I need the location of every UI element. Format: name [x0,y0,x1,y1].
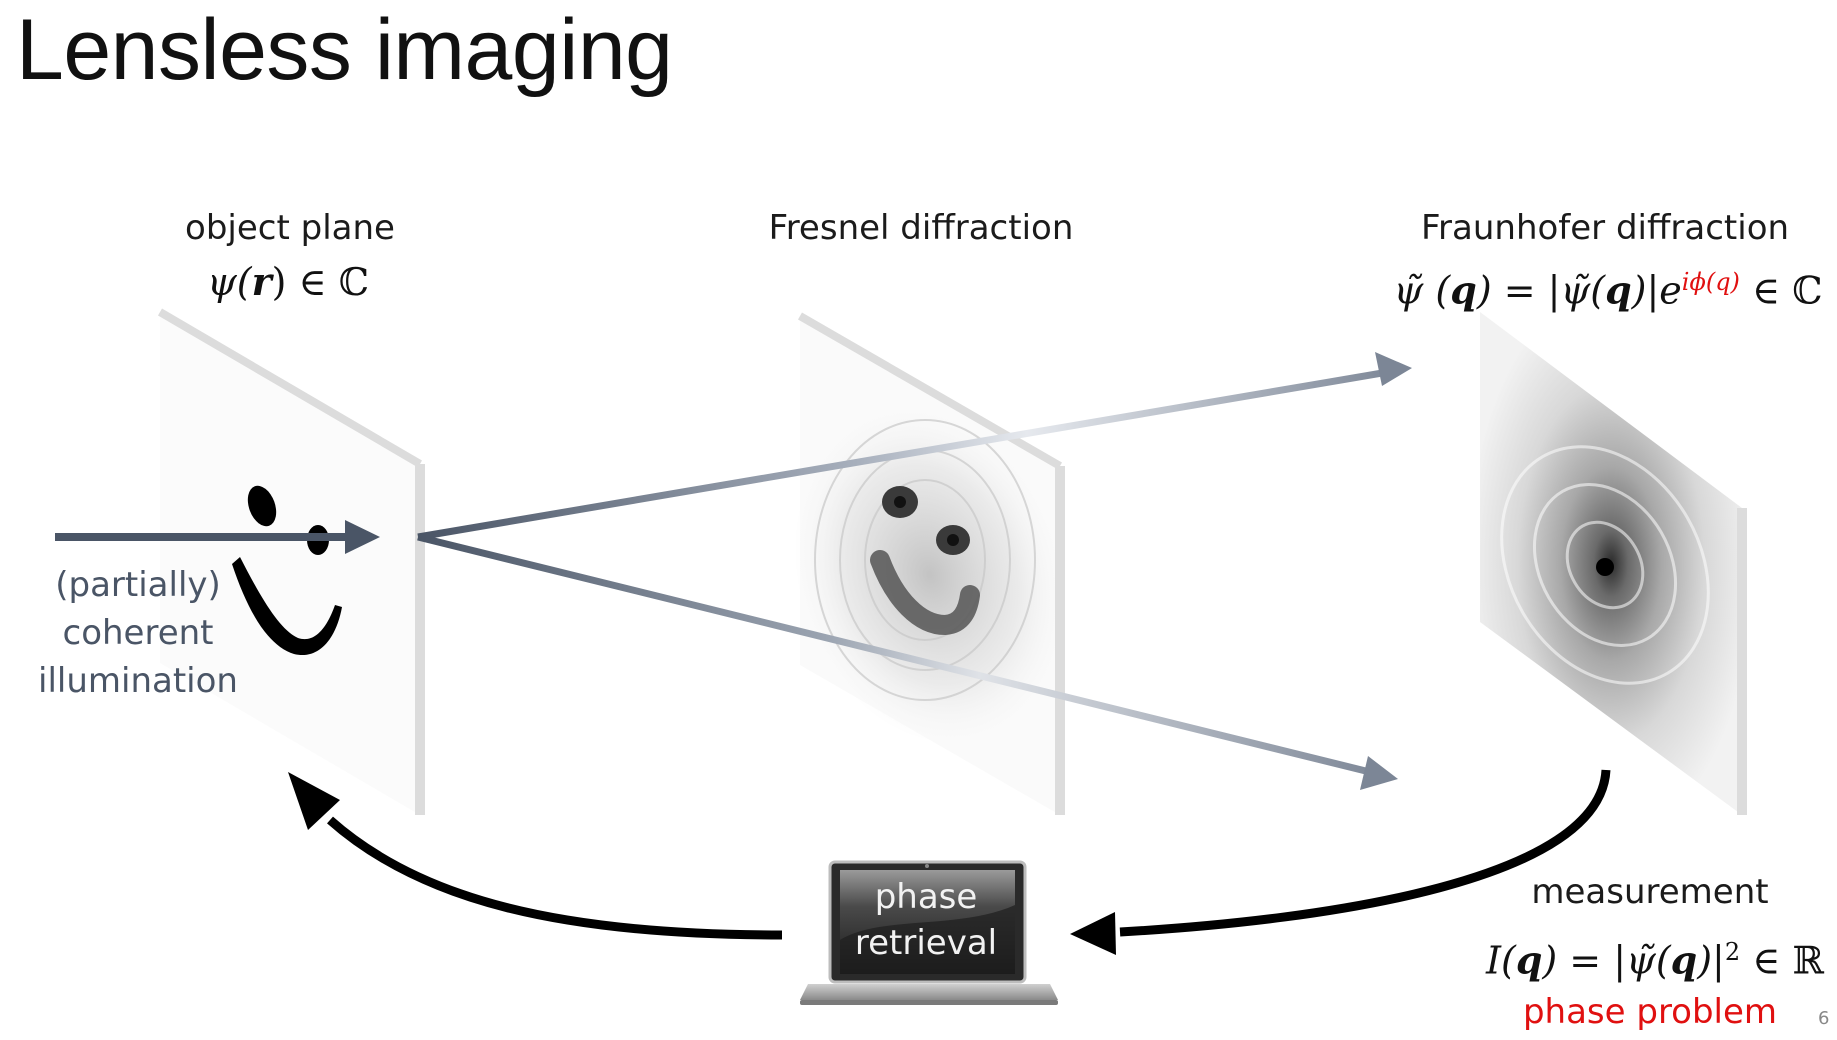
fresnel-label: Fresnel diffraction [768,208,1074,248]
illumination-label: (partially) coherent illumination [38,561,238,705]
object-plane-equation: ψ(r) ∈ ℂ [206,259,370,305]
measurement-arrow [1070,769,1611,955]
fraunhofer-equation: ψ̃ (q) = |ψ̃(q)|eiϕ(q) ∈ ℂ [1394,260,1823,313]
fresnel-plane-panel [795,312,1065,815]
laptop-screen-text: phase retrieval [855,874,997,966]
diffracted-beams [417,352,1412,790]
fraunhofer-label: Fraunhofer diffraction [1420,208,1790,248]
eq-text: )| [1697,938,1725,983]
measurement-label: measurement [1531,872,1769,912]
eq-text: ) ∈ ℂ [271,260,370,304]
laptop-line: retrieval [854,923,998,963]
measurement-equation: I(q) = |ψ̃(q)|2 ∈ ℝ [1486,930,1824,983]
eq-variable: r [251,259,272,304]
eq-variable: q [1670,937,1698,983]
eq-variable: q [1450,267,1477,313]
eq-text: ) = |ψ̃( [1476,268,1606,313]
incident-beam-arrow [55,520,380,554]
eq-text: ∈ ℂ [1739,268,1823,313]
eq-variable: q [1515,937,1543,983]
object-plane-panel [157,308,425,815]
eq-text: )|e [1631,268,1682,313]
reconstruction-arrow [288,772,783,940]
illumination-line: illumination [38,661,238,701]
eq-text: ∈ ℝ [1740,938,1825,983]
page-number: 6 [1818,1008,1830,1029]
fraunhofer-plane-panel [1480,312,1747,815]
eq-text: I( [1485,938,1516,983]
eq-exponent: 2 [1724,938,1741,966]
phase-exponent: iϕ(q) [1681,268,1740,296]
eq-text: ψ̃ ( [1393,268,1451,313]
illumination-line: (partially) [55,565,221,605]
laptop-line: phase [874,877,978,917]
eq-text: ψ( [206,260,252,304]
slide-title: Lensless imaging [16,2,673,98]
illumination-line: coherent [62,613,214,653]
eq-variable: q [1605,267,1632,313]
object-plane-label: object plane [185,208,395,248]
phase-problem-label: phase problem [1522,992,1778,1032]
laptop-icon [800,860,1058,1005]
eq-text: ) = |ψ̃( [1542,938,1671,983]
